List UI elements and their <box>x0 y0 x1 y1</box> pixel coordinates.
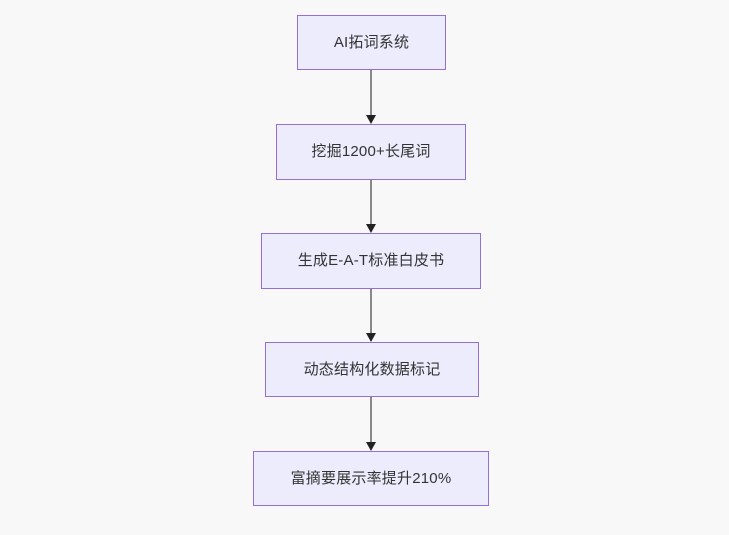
node-label: 动态结构化数据标记 <box>303 360 441 378</box>
flowchart-node-ai-keyword-system[interactable]: AI拓词系统 <box>297 15 446 70</box>
flowchart-node-dynamic-structured-data-markup[interactable]: 动态结构化数据标记 <box>265 342 479 397</box>
node-label: 富摘要展示率提升210% <box>290 469 452 487</box>
connector-node3-node4 <box>364 289 378 342</box>
node-label: AI拓词系统 <box>333 33 410 51</box>
connector-node4-node5 <box>364 397 378 451</box>
connector-node1-node2 <box>364 70 378 124</box>
node-label: 挖掘1200+长尾词 <box>311 143 431 160</box>
flowchart-node-generate-eat-whitepaper[interactable]: 生成E-A-T标准白皮书 <box>261 233 481 289</box>
flowchart-node-rich-snippet-rate-increase[interactable]: 富摘要展示率提升210% <box>253 451 489 506</box>
flowchart-node-mine-longtail-keywords[interactable]: 挖掘1200+长尾词 <box>276 124 466 180</box>
connector-node2-node3 <box>364 180 378 233</box>
node-label: 生成E-A-T标准白皮书 <box>297 252 445 269</box>
